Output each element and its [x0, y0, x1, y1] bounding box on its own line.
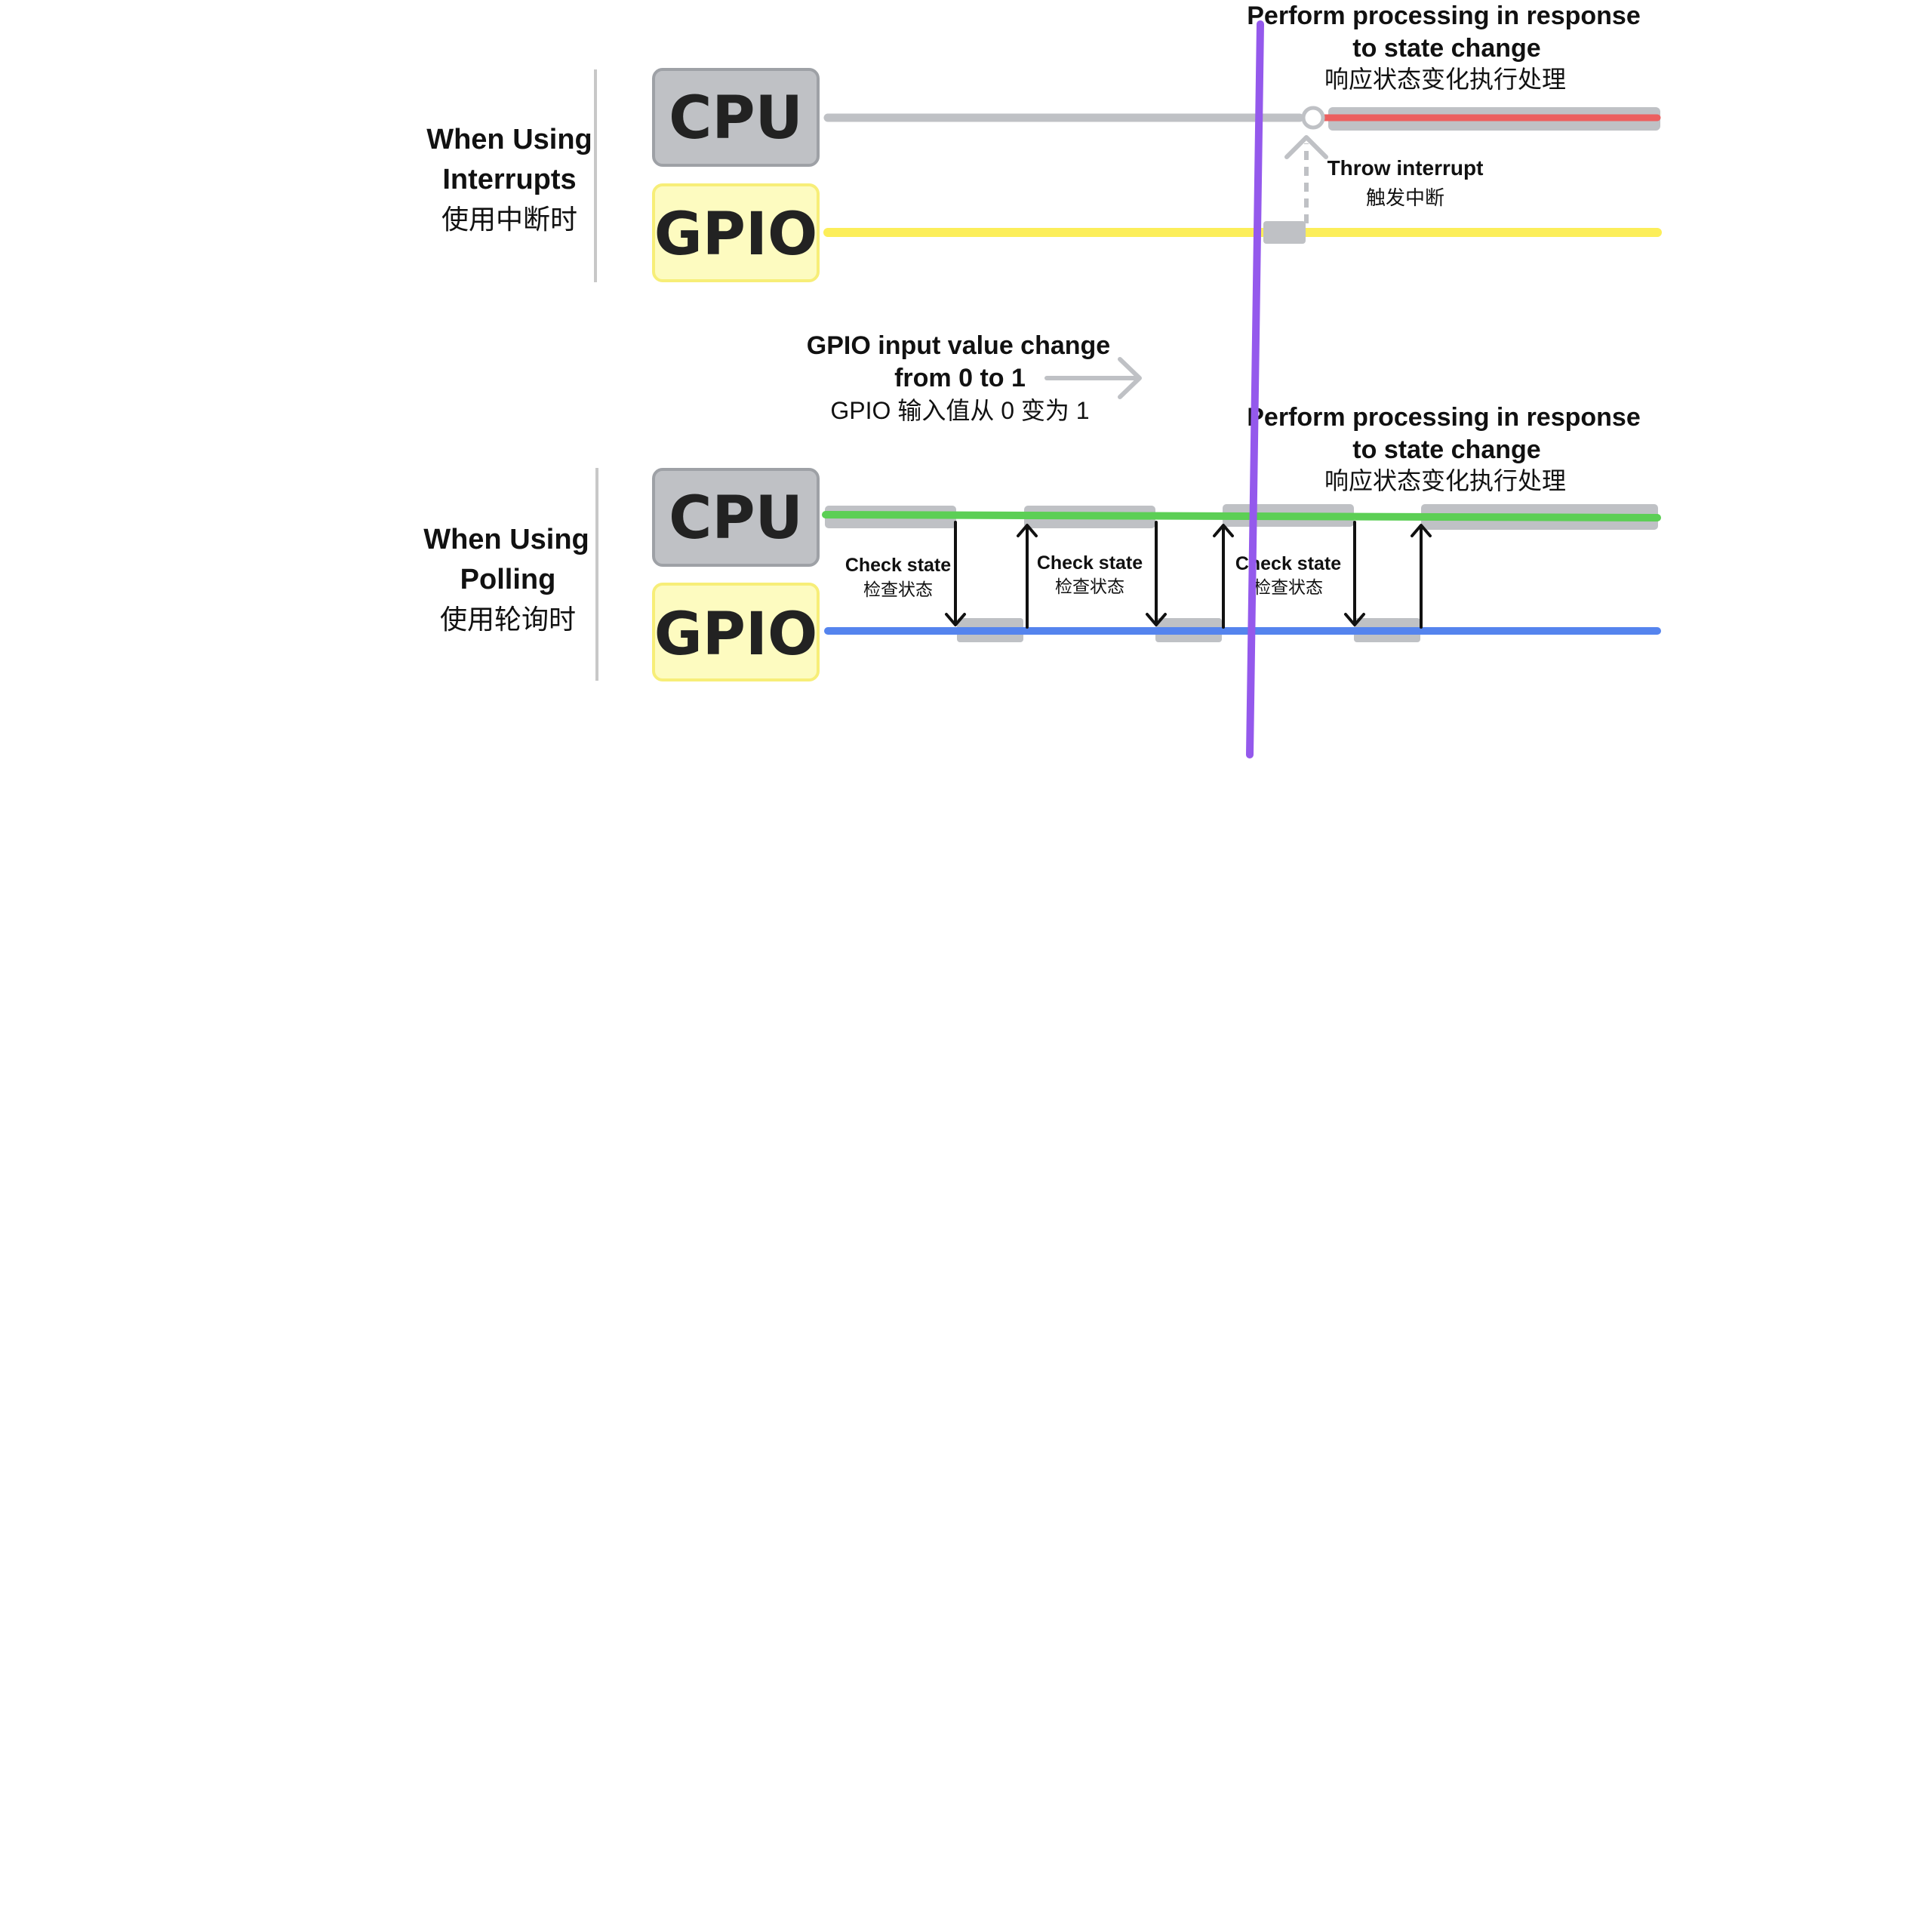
polling-label-line1: When Using [423, 524, 589, 555]
change-annotation-line1: GPIO input value change [807, 331, 1110, 360]
polling-cpu-box [652, 468, 820, 567]
check-state-label-cn: 检查状态 [1254, 577, 1323, 597]
check-reply-arrowhead-icon [1213, 524, 1234, 537]
throw-interrupt-label-cn: 触发中断 [1366, 186, 1444, 209]
interrupt-cpu-box [652, 68, 820, 167]
interrupt-label-cn: 使用中断时 [441, 204, 577, 235]
check-request-arrowhead-icon [945, 613, 966, 626]
check-state-label: Check state [845, 555, 951, 576]
change-annotation-cn: GPIO 输入值从 0 变为 1 [830, 397, 1089, 424]
interrupt-receive-point [1301, 106, 1325, 130]
polling-label-cn: 使用轮询时 [440, 604, 576, 635]
polling-cpu-label: CPU [669, 485, 803, 552]
interrupt-gpio-box [652, 183, 820, 282]
check-state-label: Check state [1037, 552, 1143, 574]
change-annotation-line2: from 0 to 1 [894, 364, 1026, 392]
polling-check-arrows [945, 521, 1432, 629]
check-state-label-cn: 检查状态 [1055, 577, 1124, 596]
interrupt-throw-arrowhead-icon [1284, 135, 1328, 159]
polling-label-line2: Polling [460, 564, 556, 595]
polling-gpio-box [652, 583, 820, 681]
interrupt-label-line1: When Using [426, 124, 592, 155]
interrupt-gpio-label: GPIO [654, 201, 818, 269]
throw-interrupt-label: Throw interrupt [1327, 156, 1484, 180]
check-reply-arrowhead-icon [1411, 524, 1432, 537]
polling-response-cn: 响应状态变化执行处理 [1324, 467, 1566, 494]
interrupt-response-cn: 响应状态变化执行处理 [1324, 66, 1566, 93]
polling-response-line2: to state change [1352, 435, 1540, 464]
interrupt-response-line2: to state change [1352, 34, 1540, 63]
state-change-annotation: GPIO input value change from 0 to 1 GPIO… [807, 331, 1142, 424]
check-request-arrowhead-icon [1146, 613, 1167, 626]
interrupt-label-line2: Interrupts [442, 164, 576, 195]
check-request-arrowhead-icon [1344, 613, 1365, 626]
polling-response-line1: Perform processing in response [1247, 403, 1641, 432]
check-state-label-cn: 检查状态 [863, 580, 933, 599]
interrupt-gpio-event-block [1263, 221, 1306, 244]
interrupt-cpu-label: CPU [669, 85, 803, 152]
state-change-marker-line [1246, 20, 1264, 758]
check-reply-arrowhead-icon [1017, 524, 1038, 537]
interrupt-response-line1: Perform processing in response [1247, 2, 1641, 30]
change-arrowhead-icon [1118, 357, 1142, 399]
interrupt-section: When Using Interrupts 使用中断时 CPU GPIO Thr… [426, 2, 1662, 282]
polling-section: When Using Polling 使用轮询时 CPU GPIO [423, 403, 1661, 681]
polling-cpu-active-line [822, 511, 1661, 521]
polling-gpio-label: GPIO [654, 601, 818, 669]
